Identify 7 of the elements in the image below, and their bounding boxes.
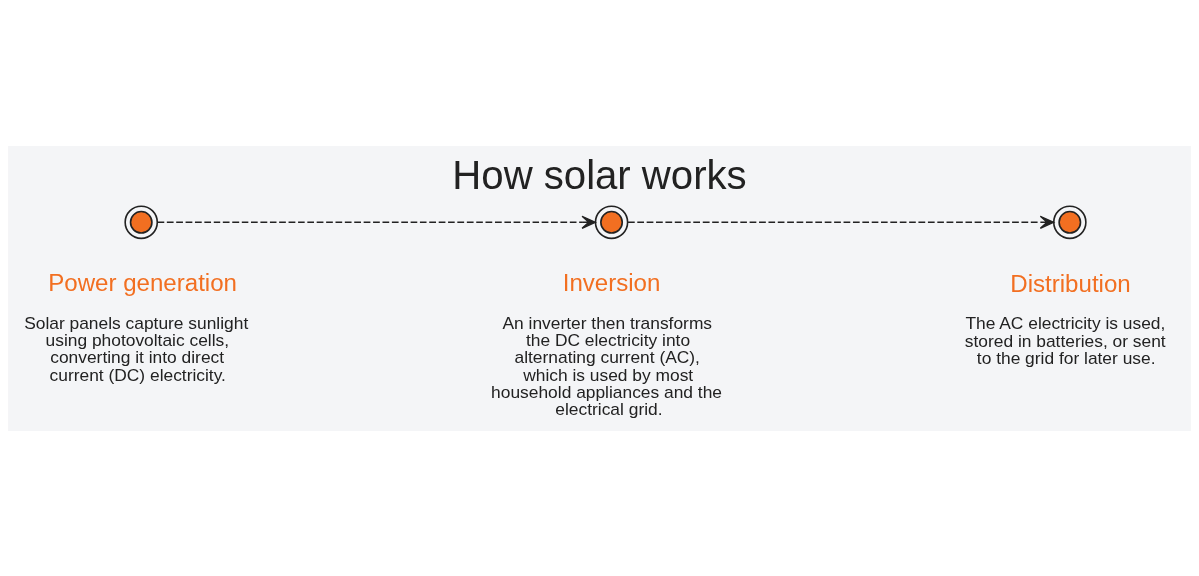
diagram-title: How solar works	[452, 152, 747, 198]
node-label: Solar panels capture sunlight using photovoltaic cells, converting it into direct current (DC) electricity.	[24, 312, 249, 385]
node-label: Inversion	[562, 268, 661, 296]
node-label: An inverter then transforms the DC electricity into alternating current (AC), which is used by most household appliances and the electrical grid.	[491, 312, 723, 419]
node-label: The AC electricity is used, stored in batteries, or sent to the grid for later use.	[964, 312, 1166, 368]
node-label: Power generation	[48, 268, 237, 296]
node-label: Distribution	[1010, 269, 1131, 297]
